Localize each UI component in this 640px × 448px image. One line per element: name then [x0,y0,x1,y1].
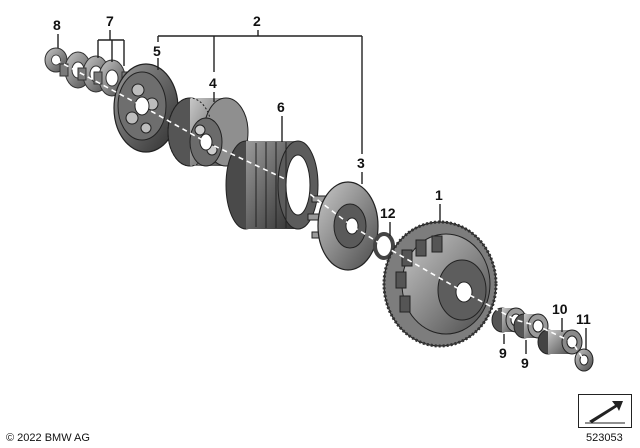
part-5-pressure-plate [113,63,179,153]
callout-12: 12 [380,205,396,221]
diagram-number: 523053 [586,432,623,444]
part-4-clutch-hub [167,97,249,167]
callout-1: 1 [435,187,443,203]
center-axis-line [55,59,585,361]
part-3-backing-plate [307,181,379,271]
leader-lines [57,30,587,354]
callout-3: 3 [357,155,365,171]
part-6-plate-pack [225,140,319,230]
callout-8: 8 [53,17,61,33]
copyright-text: © 2022 BMW AG [6,432,90,444]
navigation-box[interactable] [578,394,632,428]
part-11-washer [574,348,594,372]
part-1-clutch-basket [382,220,498,348]
part-12-circlip [373,232,395,260]
callout-11: 11 [576,311,591,327]
part-10-sleeve [537,329,583,355]
callout-4: 4 [209,75,217,91]
arrow-icon [585,401,625,424]
callout-2: 2 [253,13,261,29]
callout-9-a: 9 [499,345,507,361]
callout-9-b: 9 [521,355,529,371]
callout-5: 5 [153,43,161,59]
callout-7: 7 [106,13,114,29]
callout-6: 6 [277,99,285,115]
callout-10: 10 [552,301,568,317]
